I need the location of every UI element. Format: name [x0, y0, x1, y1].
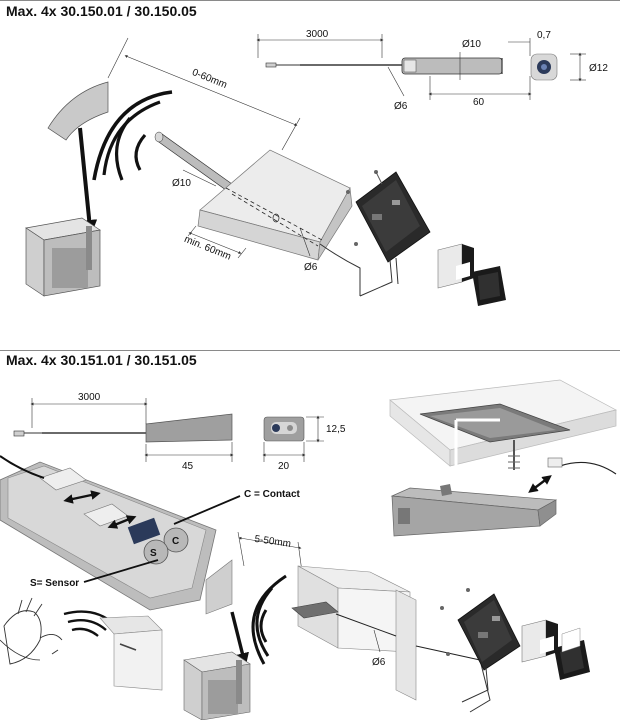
dim-lens-offset: 0,7	[537, 30, 551, 41]
dim2-sensor-length: 45	[182, 461, 194, 472]
dim-sensor-length: 60	[473, 97, 485, 108]
sensor-30151-dimension-drawing: 3000 45 20 12,5	[13, 392, 346, 472]
dim2-cable-hole: Ø6	[372, 657, 386, 668]
wave-arrow-icon	[92, 90, 173, 181]
double-arrow-icon	[63, 490, 101, 504]
dim-cable-hole-2: Ø6	[304, 262, 318, 273]
sensor-label	[403, 59, 417, 73]
dim-cable-length: 3000	[306, 29, 329, 40]
dim-drill-diameter: Ø10	[172, 178, 191, 189]
range-dimension-0-60: 0-60mm	[107, 37, 301, 151]
sensor-cutaway: C S	[0, 455, 241, 611]
cable-plug	[265, 62, 277, 68]
switch-tiles-1	[437, 243, 506, 306]
top-rule	[0, 0, 620, 1]
mounted-view-30151	[389, 379, 617, 493]
driver-module-2	[440, 588, 521, 703]
driver-module-1	[319, 170, 431, 297]
dim-range: 0-60mm	[190, 67, 228, 91]
sensor-30150-iso: Ø10	[154, 131, 237, 191]
s-letter: S	[150, 548, 157, 559]
label-contact: C = Contact	[244, 489, 301, 500]
door-panel-1	[47, 81, 109, 236]
label-sensor: S= Sensor	[30, 578, 79, 589]
dim-sensor-diameter: Ø10	[462, 39, 481, 50]
switch-tiles-2	[521, 619, 590, 680]
dim-housing-diameter: Ø12	[589, 63, 608, 74]
section1-title: Max. 4x 30.150.01 / 30.150.05	[6, 3, 197, 19]
dim2-range: 5-50mm	[254, 534, 292, 550]
dim-cable-hole: Ø6	[394, 101, 408, 112]
sensor-30151-profile	[390, 484, 558, 537]
sensor-body	[401, 57, 503, 75]
dim-min-depth: min. 60mm	[183, 234, 233, 263]
cabinet-2	[183, 651, 251, 720]
hand-icon	[0, 597, 63, 665]
wave-arrow-icon-3	[251, 574, 287, 665]
dim2-face-width: 20	[278, 461, 290, 472]
section-divider	[0, 350, 620, 351]
cabinet-1	[25, 217, 101, 297]
door-panel-2	[205, 559, 249, 667]
c-letter: C	[172, 536, 179, 547]
shelf-block-2: Ø6	[291, 565, 491, 713]
shelf-mini-2	[99, 615, 163, 691]
dim2-height: 12,5	[326, 424, 346, 435]
sensor-30150-dimension-drawing: 3000 Ø10 0,7 Ø6 60 Ø12	[256, 29, 608, 112]
range-dimension-5-50: 5-50mm	[237, 531, 303, 573]
section2-title: Max. 4x 30.151.01 / 30.151.05	[6, 352, 197, 368]
dim2-cable-length: 3000	[78, 392, 101, 403]
